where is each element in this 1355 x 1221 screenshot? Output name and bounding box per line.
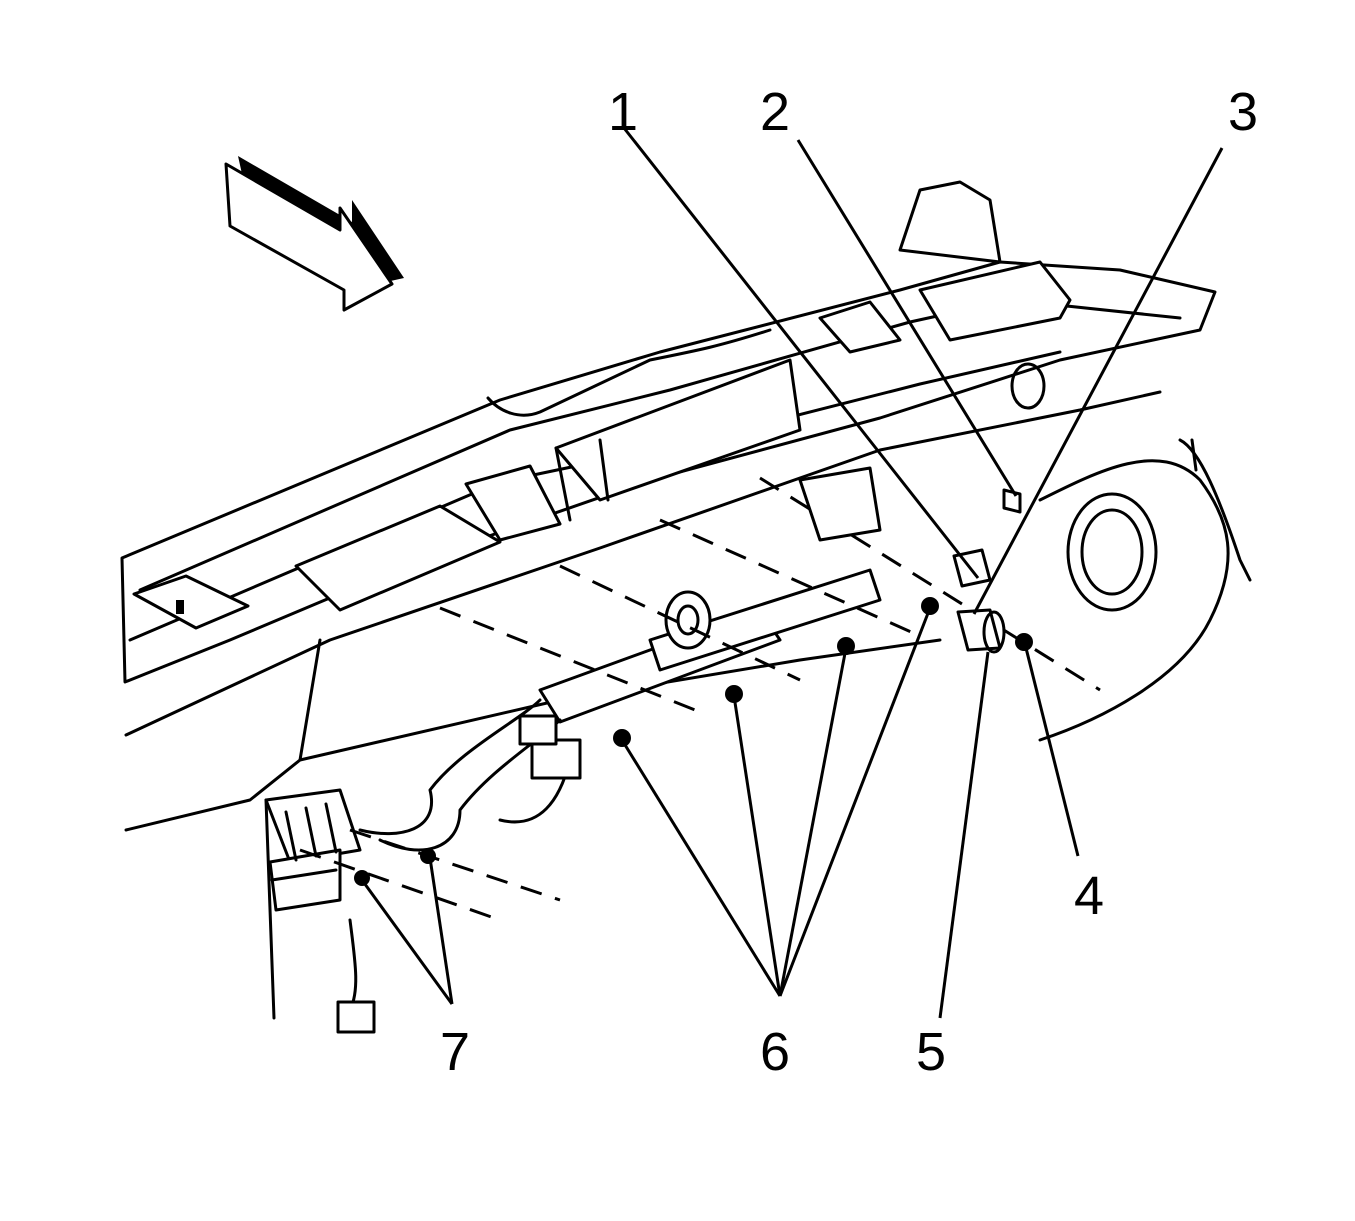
callout-6: 6 xyxy=(760,1022,790,1082)
callout-5: 5 xyxy=(916,1022,946,1082)
callout-2: 2 xyxy=(760,82,790,142)
callout-7: 7 xyxy=(440,1022,470,1082)
cross-car-beam xyxy=(120,180,1217,832)
front-direction-arrow-icon xyxy=(224,156,404,312)
callout-3: 3 xyxy=(1228,82,1258,142)
leader-lines xyxy=(360,127,1224,1019)
callout-labels: 1 2 3 4 5 6 7 xyxy=(440,82,1258,1082)
pin-and-clip xyxy=(798,466,1022,654)
dash-bulkhead-right xyxy=(1010,362,1252,742)
callout-4: 4 xyxy=(1074,866,1104,926)
steering-support-tubes xyxy=(538,568,882,724)
callout-1: 1 xyxy=(608,82,638,142)
fastener-lines xyxy=(299,476,1101,922)
wiring-harness xyxy=(264,698,582,1034)
nuts xyxy=(354,597,1033,886)
